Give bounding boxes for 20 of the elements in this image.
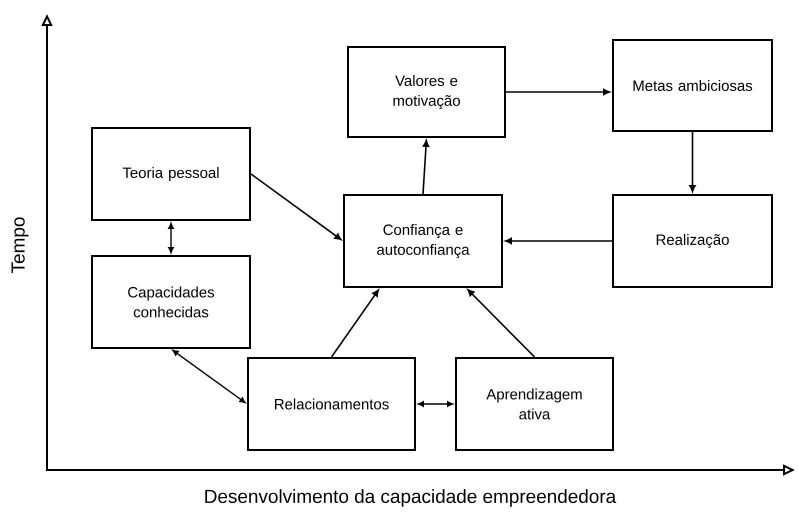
arrow <box>250 173 342 240</box>
process-box: Metas ambiciosas <box>612 39 773 132</box>
arrow <box>418 401 454 407</box>
axis-label: Desenvolvimento da capacidade empreendedora <box>205 489 616 507</box>
process-box: Teoria pessoal <box>91 127 251 221</box>
process-box: Valores e motivação <box>347 46 506 138</box>
arrow <box>422 140 430 194</box>
arrow <box>467 289 536 358</box>
arrow <box>506 88 610 96</box>
axis-label: Tempo <box>12 217 28 273</box>
process-box: Realização <box>612 194 773 288</box>
process-box: Aprendizagem ativa <box>455 357 614 451</box>
process-box: Capacidades conhecidas <box>91 255 251 349</box>
process-box: Relacionamentos <box>247 357 416 451</box>
arrow <box>172 350 246 404</box>
process-box: Confiança e autoconfiança <box>343 194 503 288</box>
arrow <box>168 222 174 254</box>
arrow <box>689 132 696 192</box>
arrow <box>330 290 379 358</box>
arrow <box>505 238 612 244</box>
